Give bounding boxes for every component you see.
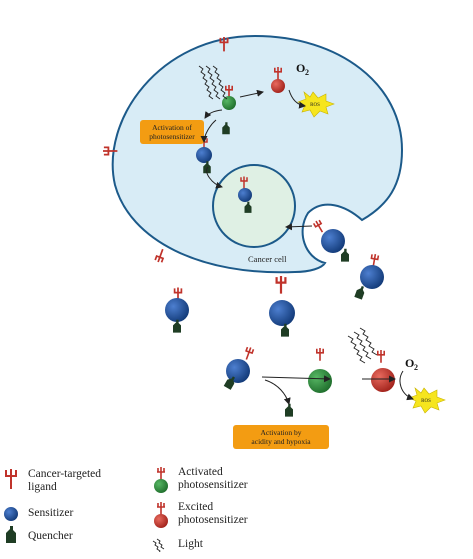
quencher-bottom-attached [223,376,235,390]
membrane-ligand-left [102,146,118,156]
quencher-outside-left [173,319,181,333]
svg-text:Activation of: Activation of [152,123,192,132]
svg-text:ROS: ROS [310,103,320,108]
activated-photosensitizer-icon [154,467,168,493]
outside-ligand-right [370,253,380,267]
sensitizer-nucleus [238,188,252,202]
bottom-ligand-excited [376,349,386,363]
svg-text:Activation by: Activation by [260,428,301,437]
pocket-ligand [312,219,324,233]
svg-text:O: O [296,61,305,75]
nucleus [212,164,296,248]
quencher-cytoplasm [203,161,211,174]
svg-text:ROS: ROS [421,399,431,404]
excited-photosensitizer-icon [154,502,168,528]
bottom-ligand-activated [315,347,325,361]
light-icon [152,538,165,552]
legend-sensitizer: Sensitizer [2,503,73,525]
oxygen-label-bottom: O 2 [405,356,418,372]
quencher-outside-right [354,285,365,300]
svg-text:acidity and hypoxia: acidity and hypoxia [251,437,311,446]
quencher-nucleus [244,201,252,213]
ros-burst-top: ROS [297,91,335,118]
sensitizer-outside-left [165,298,189,322]
svg-text:O: O [405,356,414,370]
outside-ligand-left [173,287,183,302]
sensitizer-cytoplasm [196,147,212,163]
arrows [200,89,414,405]
svg-text:2: 2 [305,68,309,77]
activated-photosensitizer-bottom [308,369,332,393]
svg-text:2: 2 [414,363,418,372]
activated-photosensitizer-inner [222,96,236,110]
outside-ligand-center [275,275,287,294]
excited-ligand [273,66,283,80]
bottom-ligand-1 [245,346,255,360]
cancer-cell-label: Cancer cell [248,254,287,264]
cancer-cell-membrane [111,34,404,274]
callout-activation-photosensitizer: Activation of photosensitizer [140,120,204,144]
membrane-ligand-top [219,36,229,52]
nucleus-ligand [240,176,248,189]
quencher-bottom-released [285,403,293,417]
sensitizer-outside-center [269,300,295,326]
legend-light: Light [152,538,203,552]
quencher-endocytosis [341,248,349,262]
oxygen-label-top: O 2 [296,61,309,77]
sensitizer-bottom [226,359,250,383]
light-icon-top [198,65,228,100]
ligand-icon [5,469,17,489]
sensitizer-endocytosis [321,229,345,253]
quencher-icon [6,526,16,543]
svg-text:photosensitizer: photosensitizer [149,132,195,141]
light-icon-bottom [347,327,378,364]
sensitizer-outside-right [360,265,384,289]
sensitizer-icon [4,507,18,521]
callout-activation-acidity: Activation by acidity and hypoxia [233,425,329,449]
membrane-ligand-bottom-left [154,248,165,263]
excited-photosensitizer-inner [271,79,285,93]
ros-burst-bottom: ROS [408,387,446,414]
legend-quencher: Quencher [2,524,73,546]
quencher-released-inner [222,122,230,135]
quencher-outside-center [281,323,289,337]
activated-ligand [224,84,234,98]
excited-photosensitizer-bottom [371,368,395,392]
